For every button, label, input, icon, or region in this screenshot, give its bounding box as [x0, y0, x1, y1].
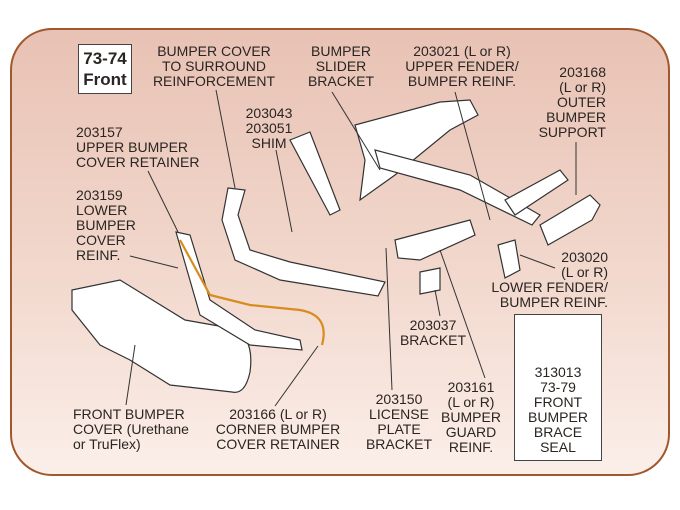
label-seal: 313013 73-79 FRONT BUMPER BRACE SEAL: [528, 365, 588, 455]
surround-reinforcement-part: [221, 187, 386, 297]
outer-support-part: [539, 194, 601, 246]
label-line: BUMPER: [76, 217, 136, 233]
front-bumper-cover-part: [71, 279, 252, 393]
label-line: BUMPER: [546, 109, 606, 125]
upper-fender-reinf-part: [504, 169, 569, 216]
label-line: 203159: [76, 187, 123, 203]
label-line: (L or R): [447, 394, 495, 410]
seal-callout-box: 313013 73-79 FRONT BUMPER BRACE SEAL: [514, 314, 602, 461]
label-line: BUMPER: [441, 409, 501, 425]
retainer-part: [175, 231, 303, 351]
label-line: COVER RETAINER: [216, 436, 340, 452]
label-line: CORNER BUMPER: [215, 421, 341, 437]
label-line: or TruFlex): [73, 436, 141, 452]
label-line: REINF.: [76, 247, 121, 263]
label-lower-reinf: 203159 LOWER BUMPER COVER REINF.: [76, 188, 136, 263]
label-line: FRONT: [533, 394, 583, 410]
year-range: 73-74: [83, 49, 127, 68]
label-line: COVER: [76, 232, 126, 248]
label-line: TO SURROUND: [162, 58, 266, 74]
label-line: UPPER FENDER/: [405, 58, 519, 74]
label-line: LOWER FENDER/: [491, 279, 608, 295]
label-line: FRONT BUMPER: [73, 406, 185, 422]
label-line: 203150: [375, 391, 423, 407]
label-line: 203021 (L or R): [413, 43, 511, 59]
label-line: REINFORCEMENT: [152, 73, 276, 89]
label-line: COVER RETAINER: [76, 154, 200, 170]
label-line: BUMPER REINF.: [407, 73, 517, 89]
label-line: LICENSE: [369, 406, 429, 422]
label-guard: 203161 (L or R) BUMPER GUARD REINF.: [441, 380, 501, 455]
label-shim: 203043 203051 SHIM: [246, 106, 293, 151]
label-line: SLIDER: [315, 58, 367, 74]
corner-retainer-highlight: [179, 239, 325, 346]
label-line: 73-79: [540, 379, 576, 395]
label-line: UPPER BUMPER: [76, 139, 189, 155]
label-line: BRACKET: [365, 436, 433, 452]
label-lower-fender: 203020 (L or R) LOWER FENDER/ BUMPER REI…: [491, 250, 608, 310]
label-line: COVER (Urethane: [73, 421, 189, 437]
label-line: (L or R): [559, 79, 606, 95]
label-line: BRACKET: [399, 332, 467, 348]
label-line: REINF.: [448, 439, 494, 455]
label-line: 203161: [447, 379, 495, 395]
label-line: BUMPER: [528, 409, 588, 425]
slider-bracket-part: [354, 99, 479, 202]
lower-fender-reinf-part: [497, 239, 521, 279]
label-line: PLATE: [377, 421, 421, 437]
label-line: 203051: [245, 120, 293, 136]
label-outer-support: 203168 (L or R) OUTER BUMPER SUPPORT: [539, 65, 606, 140]
label-line: 203020: [561, 249, 608, 265]
label-line: (L or R): [561, 264, 608, 280]
label-line: 203037: [409, 317, 457, 333]
label-bumper-cover-surround: BUMPER COVER TO SURROUND REINFORCEMENT: [153, 44, 275, 89]
label-line: 203157: [76, 124, 123, 140]
label-line: SEAL: [540, 439, 576, 455]
label-corner-retainer: 203166 (L or R) CORNER BUMPER COVER RETA…: [216, 407, 340, 452]
label-bracket: 203037 BRACKET: [400, 318, 466, 348]
label-line: SUPPORT: [538, 124, 606, 140]
label-line: BUMPER COVER: [157, 43, 271, 59]
leader-lines: [125, 89, 577, 407]
shim-bracket-part: [289, 131, 341, 216]
label-front-cover: FRONT BUMPER COVER (Urethane or TruFlex): [73, 407, 189, 452]
label-line: 203168: [559, 64, 606, 80]
position-label: Front: [83, 70, 127, 89]
bracket-part: [419, 267, 441, 295]
label-line: 313013: [534, 364, 582, 380]
label-upper-retainer: 203157 UPPER BUMPER COVER RETAINER: [76, 125, 199, 170]
label-line: GUARD: [445, 424, 497, 440]
frame-rail-part: [374, 149, 541, 226]
label-line: BRACKET: [307, 73, 375, 89]
label-line: LOWER: [76, 202, 128, 218]
guard-reinf-part: [394, 219, 476, 261]
label-line: 203043: [245, 105, 293, 121]
label-line: BUMPER: [311, 43, 371, 59]
label-line: SHIM: [251, 135, 287, 151]
label-line: BUMPER REINF.: [499, 294, 608, 310]
label-line: OUTER: [557, 94, 606, 110]
label-upper-fender: 203021 (L or R) UPPER FENDER/ BUMPER REI…: [405, 44, 519, 89]
label-bumper-slider: BUMPER SLIDER BRACKET: [308, 44, 374, 89]
label-line: BRACE: [533, 424, 583, 440]
year-badge: 73-74 Front: [78, 44, 132, 94]
label-license: 203150 LICENSE PLATE BRACKET: [366, 392, 432, 452]
label-line: 203166 (L or R): [229, 406, 327, 422]
